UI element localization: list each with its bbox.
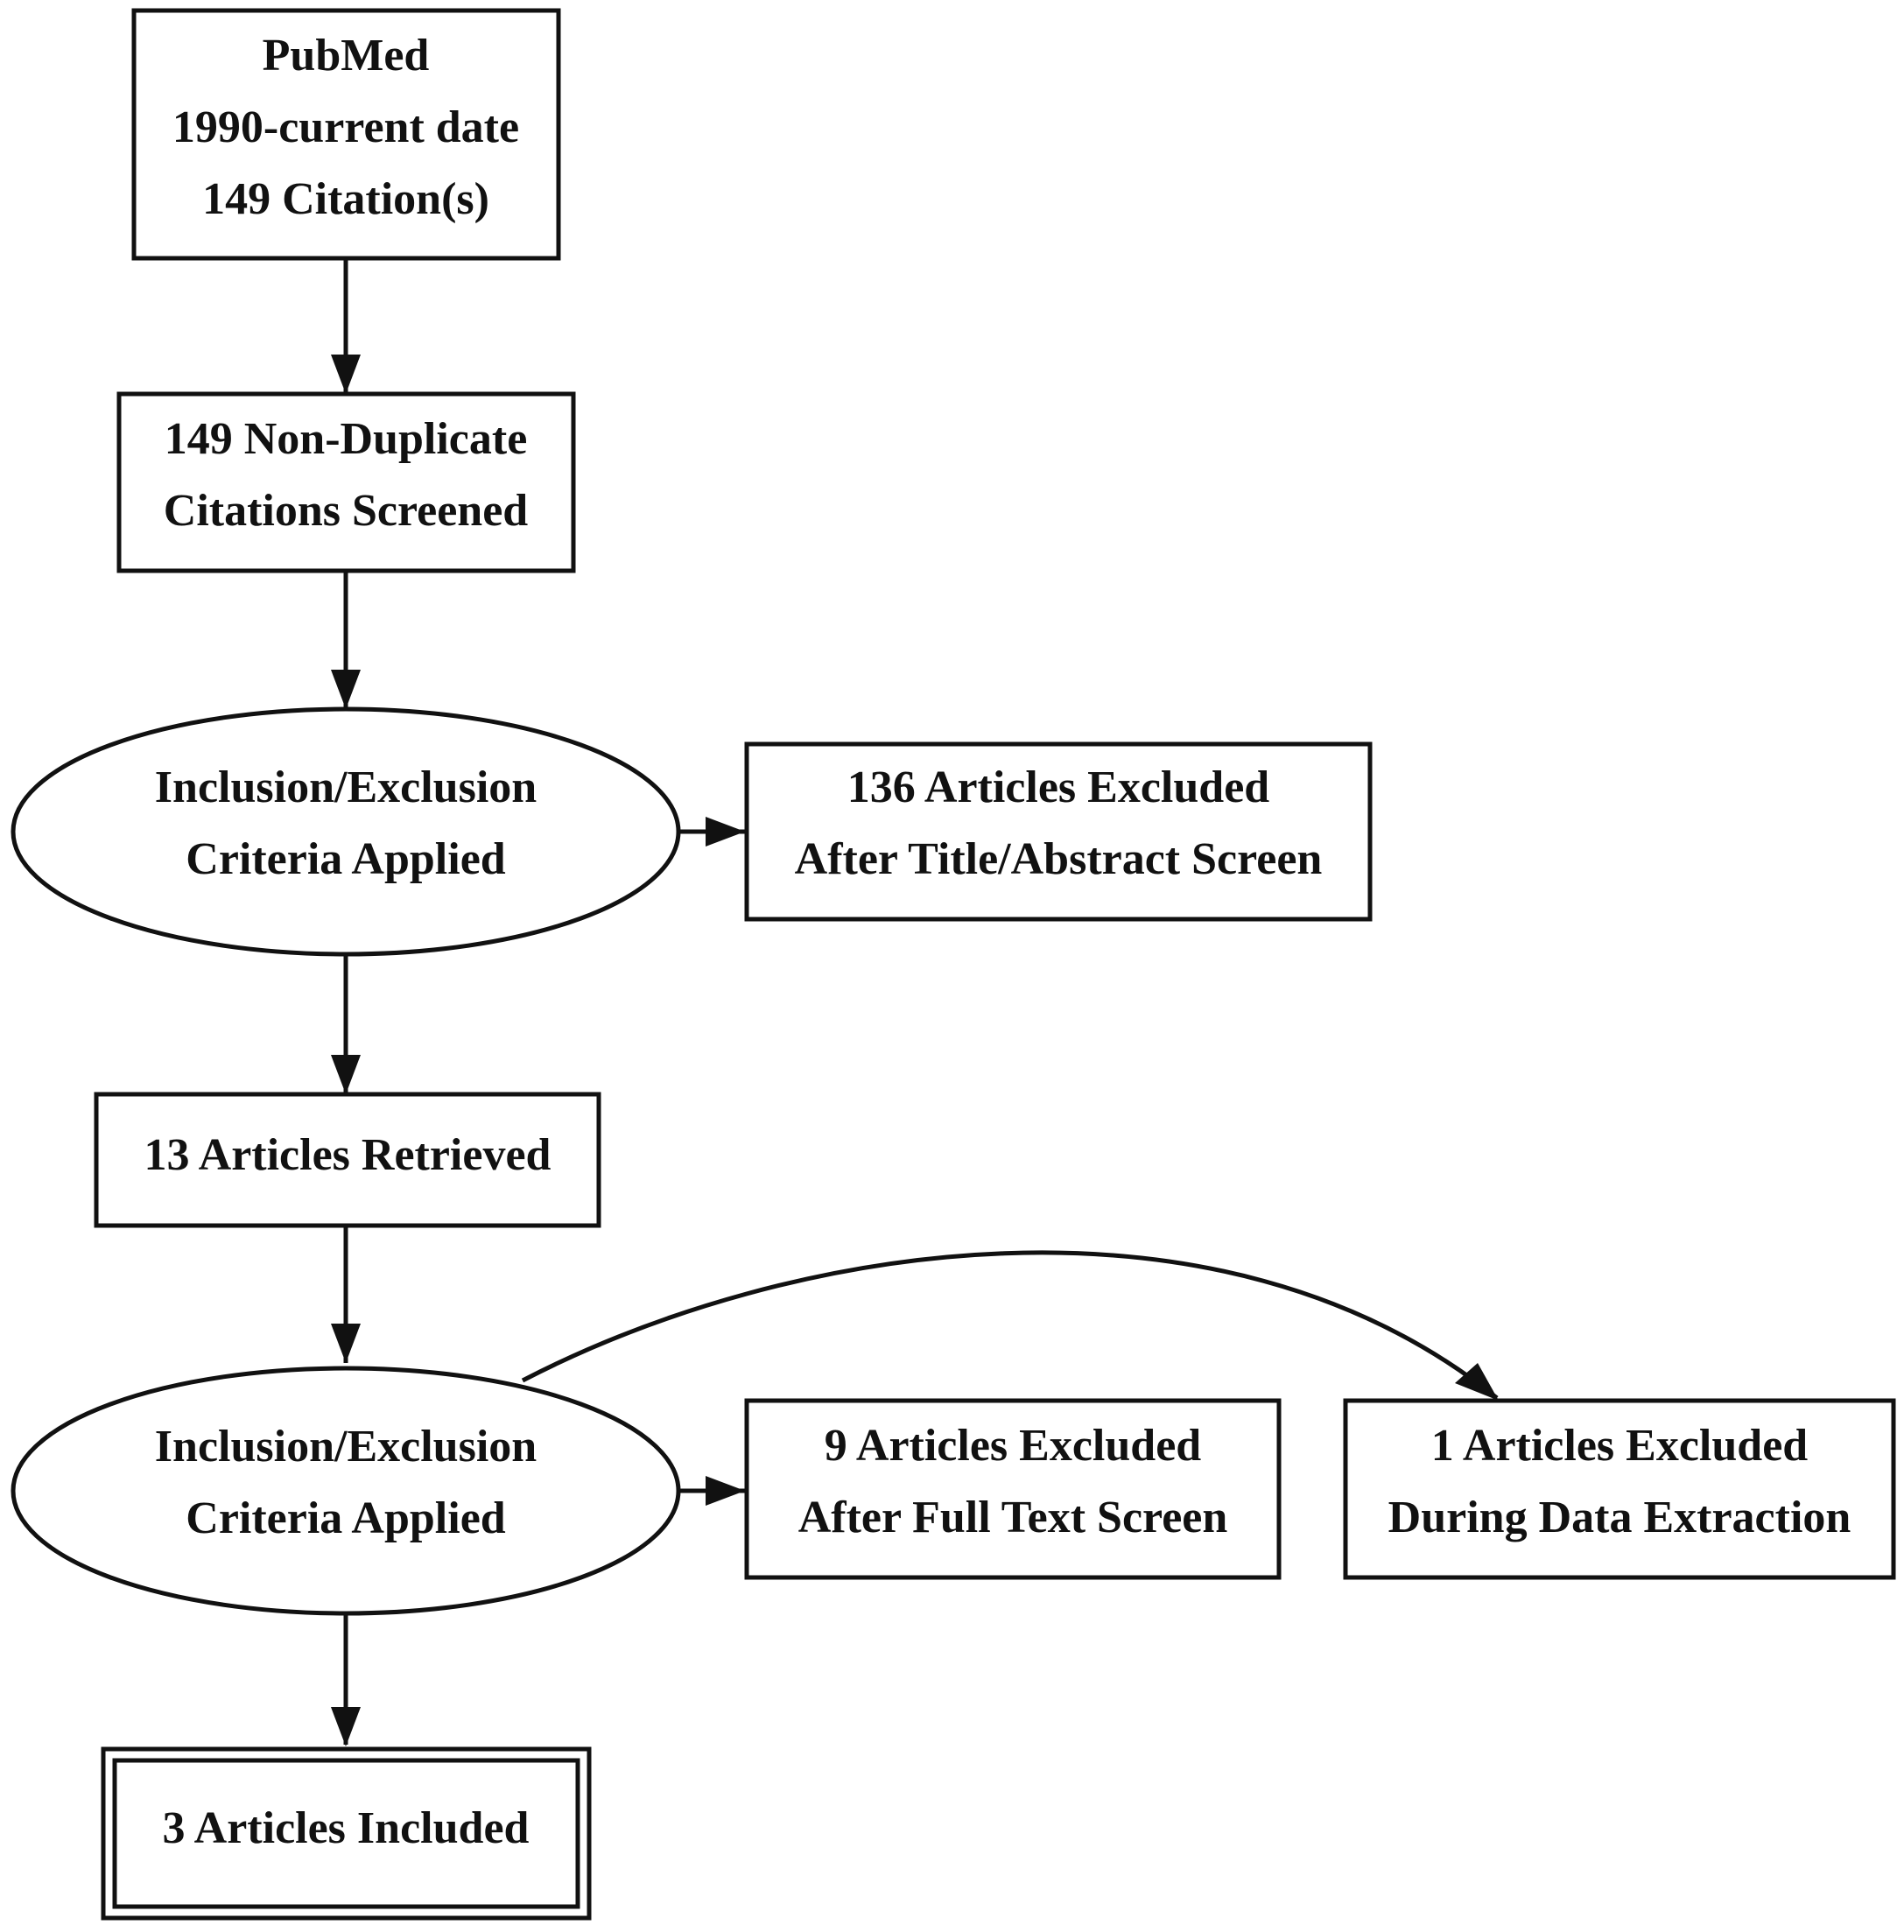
pubmed-line-2: 1990-current date [172, 102, 519, 152]
arrowhead-excluded-title [706, 817, 745, 847]
screened-line-2: Citations Screened [164, 486, 529, 536]
screened-line-1: 149 Non-Duplicate [165, 414, 528, 464]
criteria-2-line-2: Criteria Applied [186, 1493, 506, 1543]
node-excluded-fulltext: 9 Articles Excluded After Full Text Scre… [744, 1398, 1282, 1580]
node-excluded-fulltext-box [744, 1398, 1282, 1580]
criteria-2-line-1: Inclusion/Exclusion [155, 1422, 537, 1472]
node-criteria-2: Inclusion/Exclusion Criteria Applied [11, 1366, 681, 1616]
excluded-fulltext-line-2: After Full Text Screen [798, 1493, 1228, 1542]
node-excluded-extraction: 1 Articles Excluded During Data Extracti… [1343, 1398, 1896, 1580]
pubmed-line-1: PubMed [263, 31, 430, 81]
node-pubmed: PubMed 1990-current date 149 Citation(s) [131, 8, 561, 261]
arrowhead-excluded-extraction [1455, 1363, 1499, 1401]
node-screened-box [116, 391, 576, 573]
excluded-fulltext-line-1: 9 Articles Excluded [825, 1421, 1202, 1471]
node-criteria-2-ellipse [11, 1366, 681, 1616]
node-excluded-extraction-box [1343, 1398, 1896, 1580]
arrowheads [331, 355, 1499, 1746]
node-included: 3 Articles Included [101, 1746, 592, 1921]
excluded-extraction-line-1: 1 Articles Excluded [1431, 1421, 1809, 1471]
arrowhead-retrieved [331, 1055, 361, 1094]
retrieved-line-1: 13 Articles Retrieved [144, 1130, 552, 1180]
arrowhead-screened [331, 355, 361, 394]
criteria-1-line-2: Criteria Applied [186, 834, 506, 884]
node-criteria-1-ellipse [11, 706, 681, 957]
excluded-title-line-2: After Title/Abstract Screen [795, 834, 1323, 884]
excluded-title-line-1: 136 Articles Excluded [847, 762, 1270, 812]
criteria-1-line-1: Inclusion/Exclusion [155, 762, 537, 812]
node-pubmed-box [131, 8, 561, 261]
arrowhead-excluded-fulltext [706, 1476, 745, 1506]
edge-criteria-2-to-excluded-extraction [521, 1250, 1499, 1400]
pubmed-line-3: 149 Citation(s) [202, 174, 489, 224]
excluded-extraction-line-2: During Data Extraction [1388, 1493, 1851, 1542]
included-line-1: 3 Articles Included [163, 1803, 530, 1853]
node-included-inner-box [112, 1758, 580, 1909]
node-excluded-title: 136 Articles Excluded After Title/Abstra… [744, 741, 1373, 922]
node-criteria-1: Inclusion/Exclusion Criteria Applied [11, 706, 681, 957]
node-retrieved-box [94, 1092, 601, 1228]
node-retrieved: 13 Articles Retrieved [94, 1092, 601, 1228]
arrowhead-included [331, 1707, 361, 1746]
arrowhead-criteria-2 [331, 1324, 361, 1363]
node-screened: 149 Non-Duplicate Citations Screened [116, 391, 576, 573]
node-excluded-title-box [744, 741, 1373, 922]
arrowhead-criteria-1 [331, 670, 361, 709]
